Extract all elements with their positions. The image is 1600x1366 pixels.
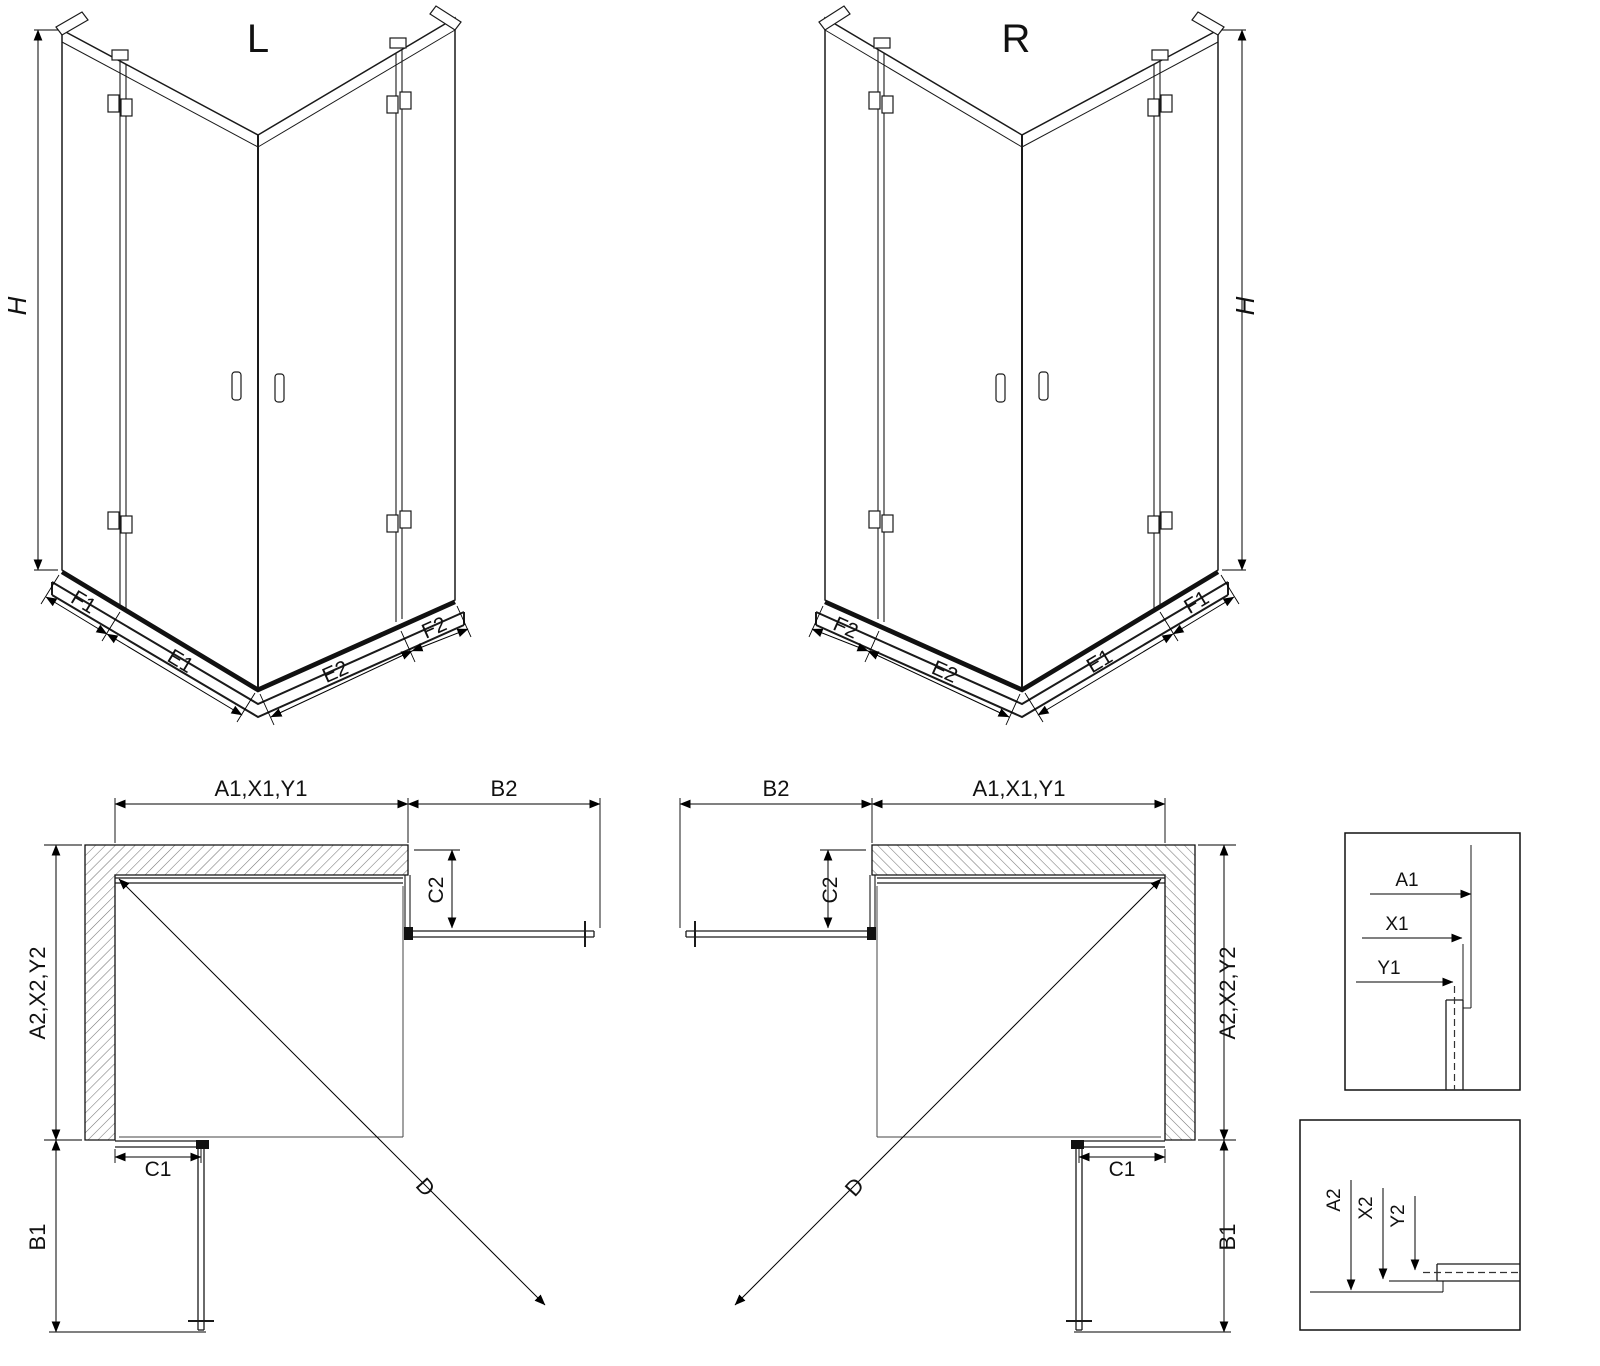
detail-top-a1-label: A1 — [1395, 870, 1418, 891]
iso-right-geometry — [809, 6, 1246, 725]
iso-view-right: R H F2 E2 E1 F1 — [809, 6, 1260, 725]
plan-right-diagonal-label: D — [840, 1173, 869, 1202]
plan-left-c2-label: C2 — [425, 877, 448, 904]
iso-right-title: R — [1002, 17, 1031, 61]
plan-left-door-top-label: B2 — [491, 776, 518, 801]
detail-box-bottom: A2 X2 Y2 — [1299, 1119, 1521, 1331]
plan-left-c1-label: C1 — [145, 1158, 172, 1181]
plan-left-diagonal-label: D — [411, 1173, 440, 1202]
plan-left-top-width-label: A1,X1,Y1 — [215, 776, 308, 801]
plan-right-c1-label: C1 — [1109, 1158, 1136, 1181]
plan-view-left: A1,X1,Y1 B2 C2 A2,X2,Y2 C1 B1 D — [25, 776, 600, 1332]
plan-left-b1-label: B1 — [25, 1224, 50, 1251]
iso-left-h-label: H — [2, 296, 32, 315]
iso-right-h-label: H — [1230, 296, 1260, 315]
detail-top-y1-label: Y1 — [1377, 958, 1400, 979]
iso-left-title: L — [247, 17, 269, 61]
plan-left-geometry — [44, 798, 600, 1332]
detail-bottom-y2-label: Y2 — [1388, 1204, 1409, 1227]
plan-right-geometry — [680, 798, 1236, 1332]
wall-profile-section-vertical — [1445, 986, 1464, 1090]
detail-top-x1-label: X1 — [1385, 914, 1408, 935]
plan-right-top-width-label: A1,X1,Y1 — [973, 776, 1066, 801]
plan-right-b1-label: B1 — [1215, 1224, 1240, 1251]
iso-left-geometry — [34, 6, 471, 725]
plan-right-door-top-label: B2 — [763, 776, 790, 801]
iso-view-left: L H F1 E1 E2 F2 — [2, 6, 471, 725]
plan-left-side-height-label: A2,X2,Y2 — [25, 947, 50, 1040]
detail-top-frame — [1344, 832, 1521, 1091]
wall-profile-section-horizontal — [1423, 1263, 1520, 1282]
detail-bottom-a2-label: A2 — [1324, 1188, 1345, 1211]
plan-view-right: B2 A1,X1,Y1 C2 A2,X2,Y2 C1 B1 D — [680, 776, 1240, 1332]
plan-right-c2-label: C2 — [819, 877, 842, 904]
detail-bottom-frame — [1299, 1119, 1521, 1331]
detail-box-top: A1 X1 Y1 — [1344, 832, 1521, 1091]
detail-bottom-x2-label: X2 — [1356, 1196, 1377, 1219]
plan-right-side-height-label: A2,X2,Y2 — [1215, 947, 1240, 1040]
